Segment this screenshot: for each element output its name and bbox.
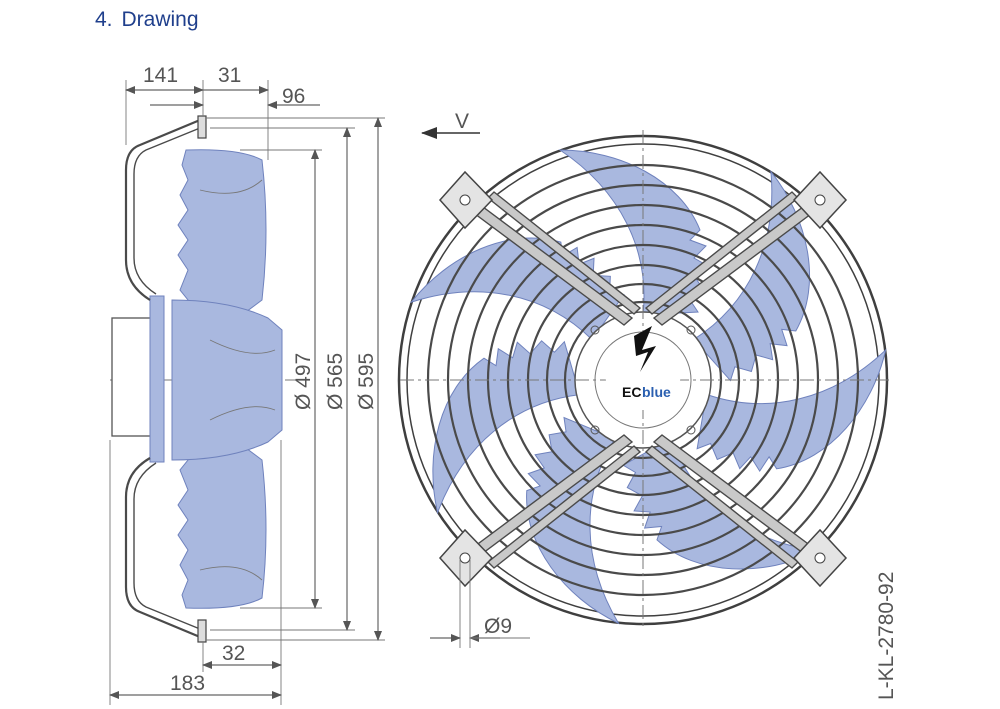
- motor-flange: [149, 295, 165, 463]
- guard-profile-top: [124, 118, 201, 301]
- section-title-text: Drawing: [121, 8, 199, 31]
- dim-96: 96: [282, 85, 305, 108]
- bolt-hole: [686, 425, 696, 435]
- mount-ring-top: [197, 115, 207, 139]
- dim-32: 32: [222, 642, 245, 665]
- dim-141: 141: [143, 64, 178, 87]
- blade-6: [432, 340, 581, 515]
- guard-struts: [461, 191, 825, 569]
- guard-profile-bottom: [124, 457, 201, 639]
- dim-595: Ø 595: [355, 353, 378, 410]
- logo-ec: EC: [622, 384, 641, 400]
- mount-ring-bottom: [197, 619, 207, 643]
- bolt-hole: [590, 325, 600, 335]
- blade-side-lower: [177, 423, 267, 609]
- section-number: 4.: [95, 8, 113, 31]
- front-view: V: [397, 110, 898, 700]
- blade-side-upper: [177, 149, 267, 337]
- logo-blue: blue: [642, 384, 671, 400]
- lightning-icon: [634, 326, 656, 372]
- view-label: V: [455, 110, 469, 133]
- dim-31: 31: [218, 64, 241, 87]
- blade-1: [558, 149, 709, 316]
- hub-side: [171, 299, 283, 461]
- drawing-code: L-KL-2780-92: [875, 572, 898, 700]
- ecblue-logo: EC blue: [605, 326, 681, 410]
- side-view: 141 31 96 Ø 497 Ø 565 Ø 595 32 183: [109, 64, 385, 705]
- dim-565: Ø 565: [324, 353, 347, 410]
- dim-183: 183: [170, 672, 205, 695]
- bolt-hole: [686, 325, 696, 335]
- dim-497: Ø 497: [292, 353, 315, 410]
- section-title: 4. Drawing: [95, 8, 199, 32]
- mounting-feet: [438, 170, 848, 588]
- bolt-hole: [590, 425, 600, 435]
- dim-hole: Ø9: [484, 615, 512, 638]
- blade-3: [696, 348, 887, 473]
